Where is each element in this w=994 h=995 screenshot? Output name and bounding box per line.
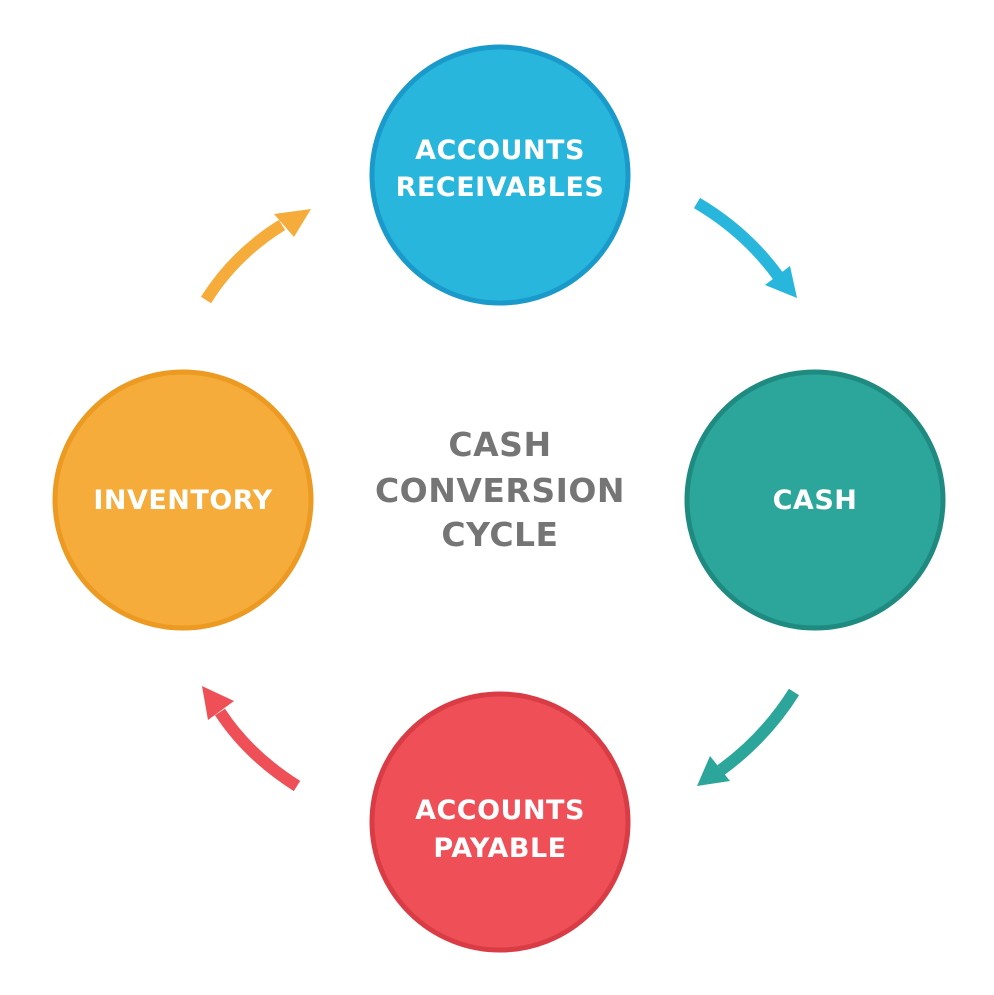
node-accounts-payable-circle (369, 691, 631, 953)
arrow-inventory-to-receivables-head (274, 209, 311, 237)
center-title-line2: CONVERSION (375, 471, 625, 510)
arrow-inventory-to-receivables-shaft (200, 219, 286, 304)
arrow-payable-to-inventory-head (202, 686, 234, 720)
arrow-cash-to-payable (697, 688, 800, 786)
center-title-line1: CASH (448, 425, 551, 464)
node-accounts-receivables-line2: RECEIVABLES (396, 172, 605, 203)
arrow-receivables-to-cash-head (765, 266, 797, 298)
node-accounts-receivables: ACCOUNTS RECEIVABLES (369, 44, 631, 306)
node-accounts-receivables-line1: ACCOUNTS (415, 135, 585, 166)
node-inventory-circle (52, 369, 314, 631)
node-cash-circle (684, 369, 946, 631)
node-accounts-receivables-circle (369, 44, 631, 306)
node-inventory: INVENTORY (52, 369, 314, 631)
arrow-inventory-to-receivables (200, 209, 311, 304)
node-accounts-payable-line1: ACCOUNTS (415, 795, 585, 826)
arrow-cash-to-payable-head (697, 756, 730, 786)
node-inventory-label: INVENTORY (93, 485, 272, 516)
arrow-payable-to-inventory (202, 686, 301, 792)
node-cash-label: CASH (773, 485, 858, 516)
arrow-receivables-to-cash-shaft (693, 197, 783, 280)
arrow-cash-to-payable-shaft (717, 688, 800, 775)
arrow-receivables-to-cash (693, 197, 797, 298)
arrow-payable-to-inventory-shaft (214, 708, 301, 792)
node-accounts-payable-line2: PAYABLE (433, 833, 566, 864)
center-title-line3: CYCLE (441, 515, 558, 554)
node-cash: CASH (684, 369, 946, 631)
center-title: CASH CONVERSION CYCLE (375, 425, 625, 554)
node-accounts-payable: ACCOUNTS PAYABLE (369, 691, 631, 953)
